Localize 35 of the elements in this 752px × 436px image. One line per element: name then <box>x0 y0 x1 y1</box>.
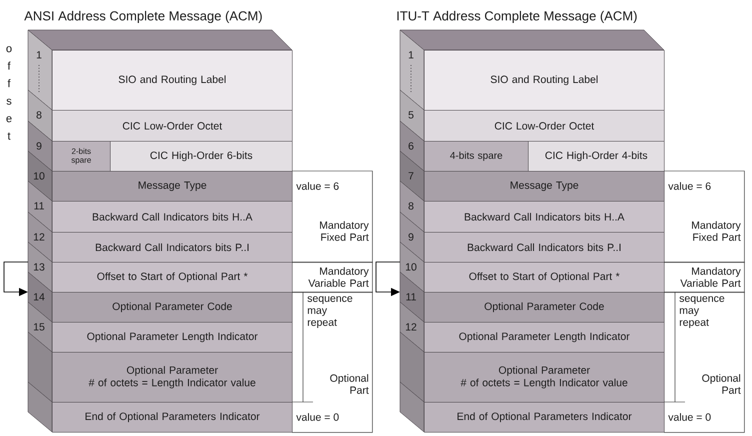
octet-number: 8 <box>408 202 414 210</box>
octet-number: 8 <box>36 111 42 119</box>
repeat-note: sequence may repeat <box>680 296 724 328</box>
part-label: Mandatory Variable Part <box>308 267 369 287</box>
value-note: value = 0 <box>296 413 339 421</box>
repeat-note: sequence may repeat <box>308 296 352 328</box>
part-label: Optional Part <box>330 374 369 394</box>
field-row: CIC High-Order 4-bits <box>528 141 664 172</box>
part-label: Optional Part <box>702 374 741 394</box>
value-note: value = 6 <box>668 182 711 190</box>
octet-number: 11 <box>34 202 44 210</box>
octet-number: 9 <box>36 142 42 150</box>
octet-number: 6 <box>408 142 414 150</box>
octet-number: 10 <box>34 172 44 180</box>
octet-number: 10 <box>406 263 416 271</box>
octet-number: 1 <box>36 51 42 58</box>
octet-number: 15 <box>34 323 44 331</box>
octet-number: 5 <box>408 111 414 119</box>
panel-title: ITU-T Address Complete Message (ACM) <box>397 10 637 24</box>
octet-number: 14 <box>34 293 45 300</box>
panel-title: ANSI Address Complete Message (ACM) <box>24 10 262 24</box>
value-note: value = 6 <box>296 182 339 190</box>
part-label: Mandatory Variable Part <box>680 267 741 287</box>
value-note: value = 0 <box>668 413 711 421</box>
octet-number: 1 <box>408 51 414 58</box>
field-row: CIC High-Order 6-bits <box>110 141 292 172</box>
octet-number: 7 <box>408 172 414 180</box>
octet-number: 12 <box>406 323 416 331</box>
octet-number: 13 <box>34 263 44 271</box>
octet-number: 11 <box>406 293 416 300</box>
octet-number: 12 <box>34 233 44 241</box>
octet-number: 9 <box>408 233 414 241</box>
part-label: Mandatory Fixed Part <box>692 221 741 241</box>
vertical-label: offset <box>6 46 12 140</box>
part-label: Mandatory Fixed Part <box>320 221 369 241</box>
